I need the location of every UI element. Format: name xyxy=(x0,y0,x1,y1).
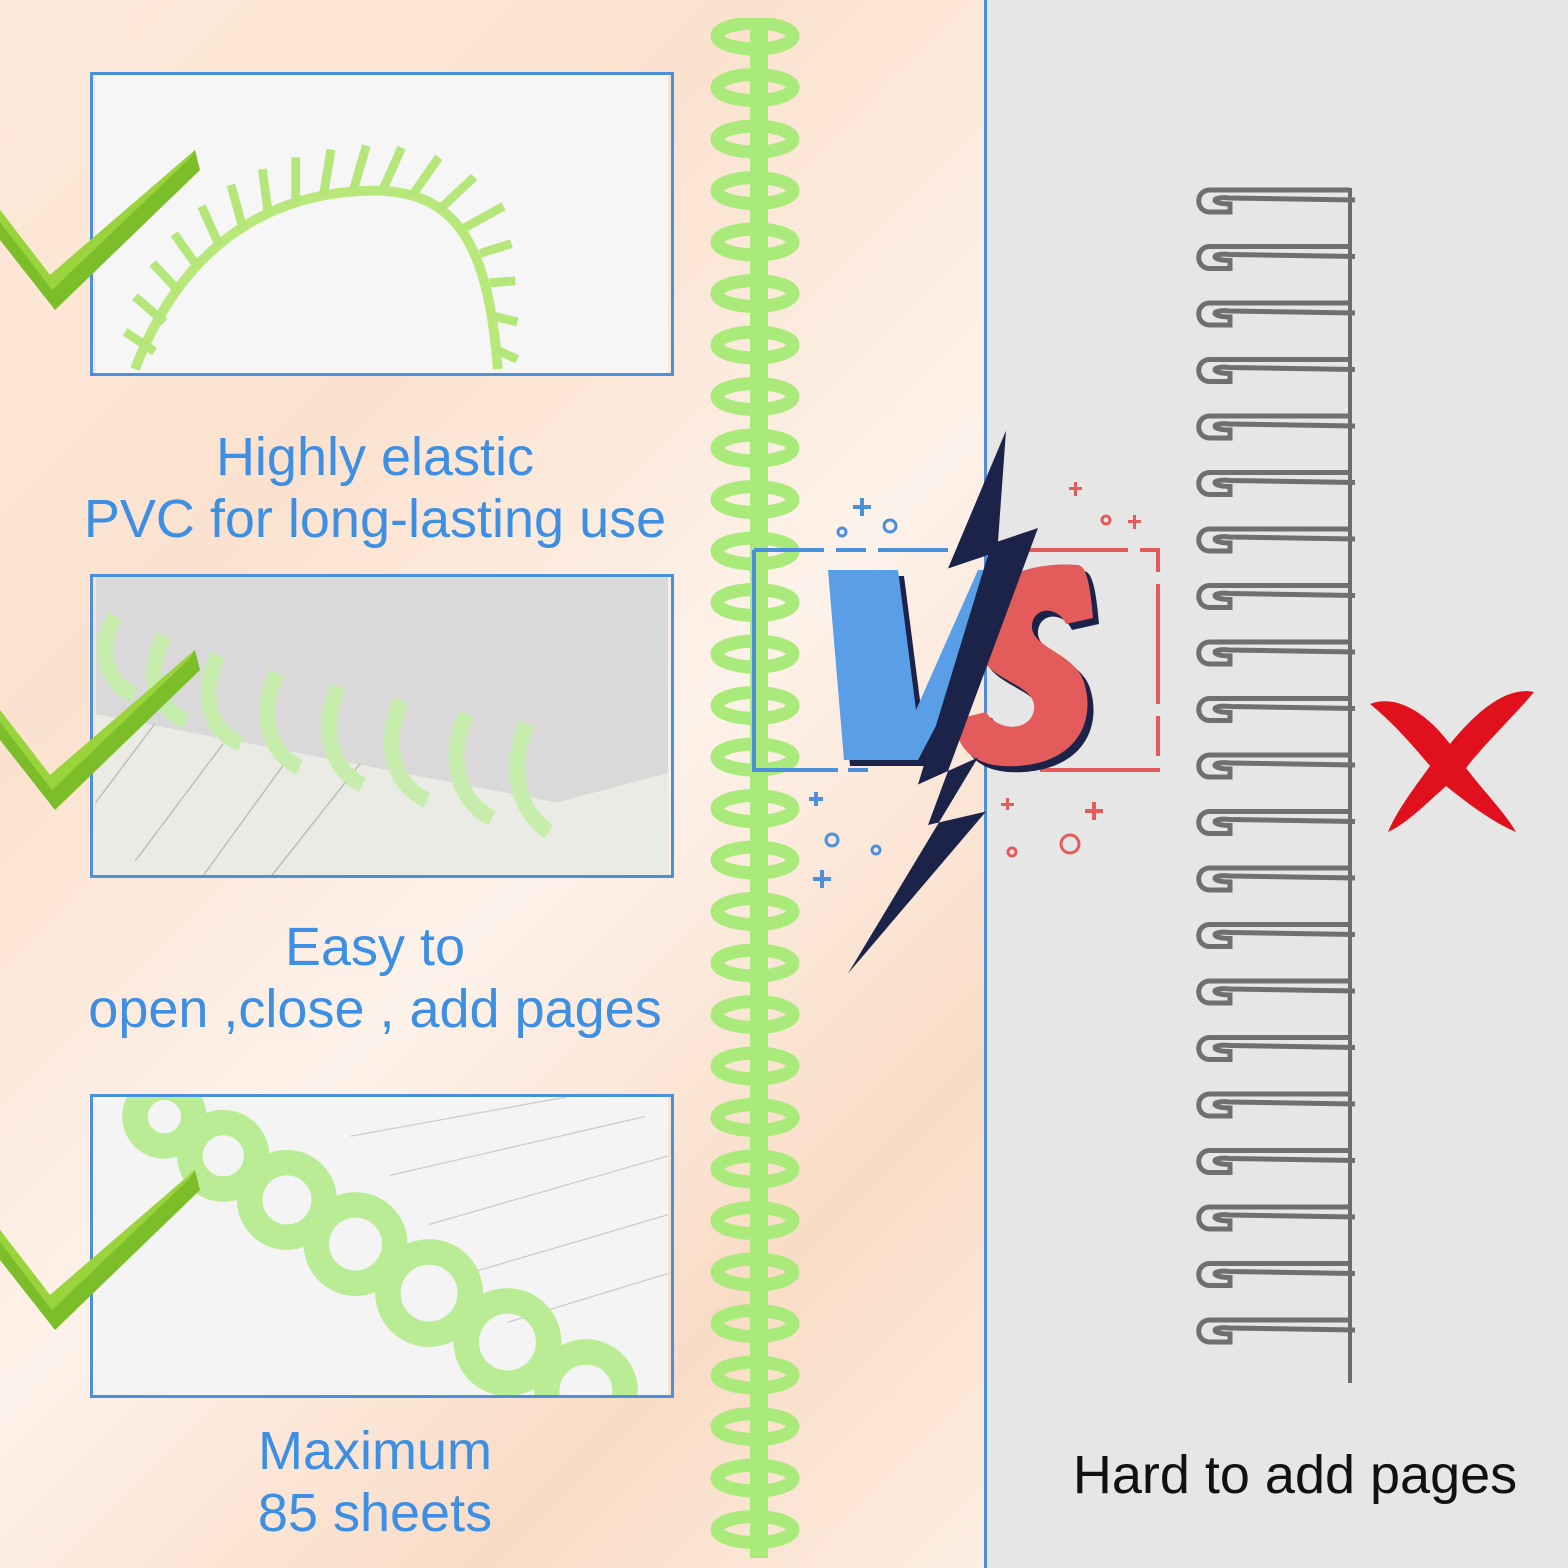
elastic-binder-illustration xyxy=(95,75,669,373)
wire-coil xyxy=(1196,1317,1356,1345)
photo-binder-on-notebook xyxy=(90,574,674,878)
spine-ring xyxy=(710,119,800,159)
panel-divider xyxy=(984,0,987,1568)
feature-line: Highly elastic xyxy=(215,427,535,487)
lightning-bolt-icon xyxy=(848,430,1038,974)
spine-ring xyxy=(710,222,800,262)
spine-ring xyxy=(710,789,800,828)
feature-line: PVC for long-lasting use xyxy=(83,489,667,549)
spine-ring xyxy=(710,428,800,468)
wire-coil xyxy=(1196,639,1356,667)
photo-elastic-binder xyxy=(90,72,674,376)
spine-ring xyxy=(710,1510,800,1549)
spine-ring xyxy=(710,377,800,416)
wire-coil xyxy=(1196,752,1356,780)
wire-coil xyxy=(1196,865,1356,893)
wire-coil xyxy=(1196,1035,1356,1062)
wire-coil xyxy=(1196,809,1356,836)
spine-ring xyxy=(710,1046,800,1086)
notebook-binder-illustration xyxy=(95,577,669,875)
wire-coil xyxy=(1196,300,1356,328)
feature-line: Maximum xyxy=(257,1421,492,1481)
closeup-binder-illustration xyxy=(95,1097,669,1395)
wire-coil xyxy=(1196,583,1356,610)
wire-coil xyxy=(1196,187,1356,215)
spine-ring xyxy=(710,1458,800,1498)
wire-coil xyxy=(1196,1204,1356,1232)
spine-ring xyxy=(710,1149,800,1189)
spine-ring xyxy=(710,274,800,313)
spine-ring xyxy=(710,1304,800,1343)
wire-coil xyxy=(1196,357,1356,384)
wire-coil xyxy=(1196,1091,1356,1119)
spine-ring xyxy=(710,68,800,107)
spine-ring xyxy=(710,18,800,56)
wire-coil xyxy=(1196,244,1356,271)
spine-ring xyxy=(710,1355,800,1395)
feature-text-elastic: Highly elastic PVC for long-lasting use xyxy=(40,426,710,550)
spine-ring xyxy=(710,892,800,931)
feature-line: 85 sheets xyxy=(257,1483,493,1543)
spine-ring xyxy=(710,480,800,519)
vs-label: VS xyxy=(748,420,750,421)
check-icon xyxy=(0,1170,200,1330)
spine-ring xyxy=(710,840,800,880)
feature-text-capacity: Maximum 85 sheets xyxy=(40,1420,710,1544)
wire-coil xyxy=(1196,413,1356,441)
wire-coil xyxy=(1196,922,1356,949)
check-icon xyxy=(0,150,200,310)
spine-ring xyxy=(710,1407,800,1446)
wire-coil xyxy=(1196,696,1356,723)
spine-ring xyxy=(710,1098,800,1137)
vs-badge: VS xyxy=(748,420,1160,974)
spine-ring xyxy=(710,171,800,210)
feature-line: Easy to xyxy=(284,917,466,977)
check-icon xyxy=(0,650,200,810)
photo-binder-closeup xyxy=(90,1094,674,1398)
spine-ring xyxy=(710,943,800,983)
wire-coil xyxy=(1196,526,1356,554)
wire-coil xyxy=(1196,978,1356,1006)
wire-coil xyxy=(1196,1148,1356,1175)
cross-icon xyxy=(1370,691,1534,832)
feature-line: open ,close , add pages xyxy=(88,979,662,1039)
spine-ring xyxy=(710,325,800,365)
metal-wire-binding xyxy=(1196,187,1356,1383)
feature-text-easy: Easy to open ,close , add pages xyxy=(40,916,710,1040)
spine-ring xyxy=(710,1252,800,1292)
disadvantage-caption: Hard to add pages xyxy=(1072,1445,1518,1505)
spine-ring xyxy=(710,1201,800,1240)
wire-coil xyxy=(1196,470,1356,497)
wire-coil xyxy=(1196,1261,1356,1288)
spine-ring xyxy=(710,995,800,1034)
